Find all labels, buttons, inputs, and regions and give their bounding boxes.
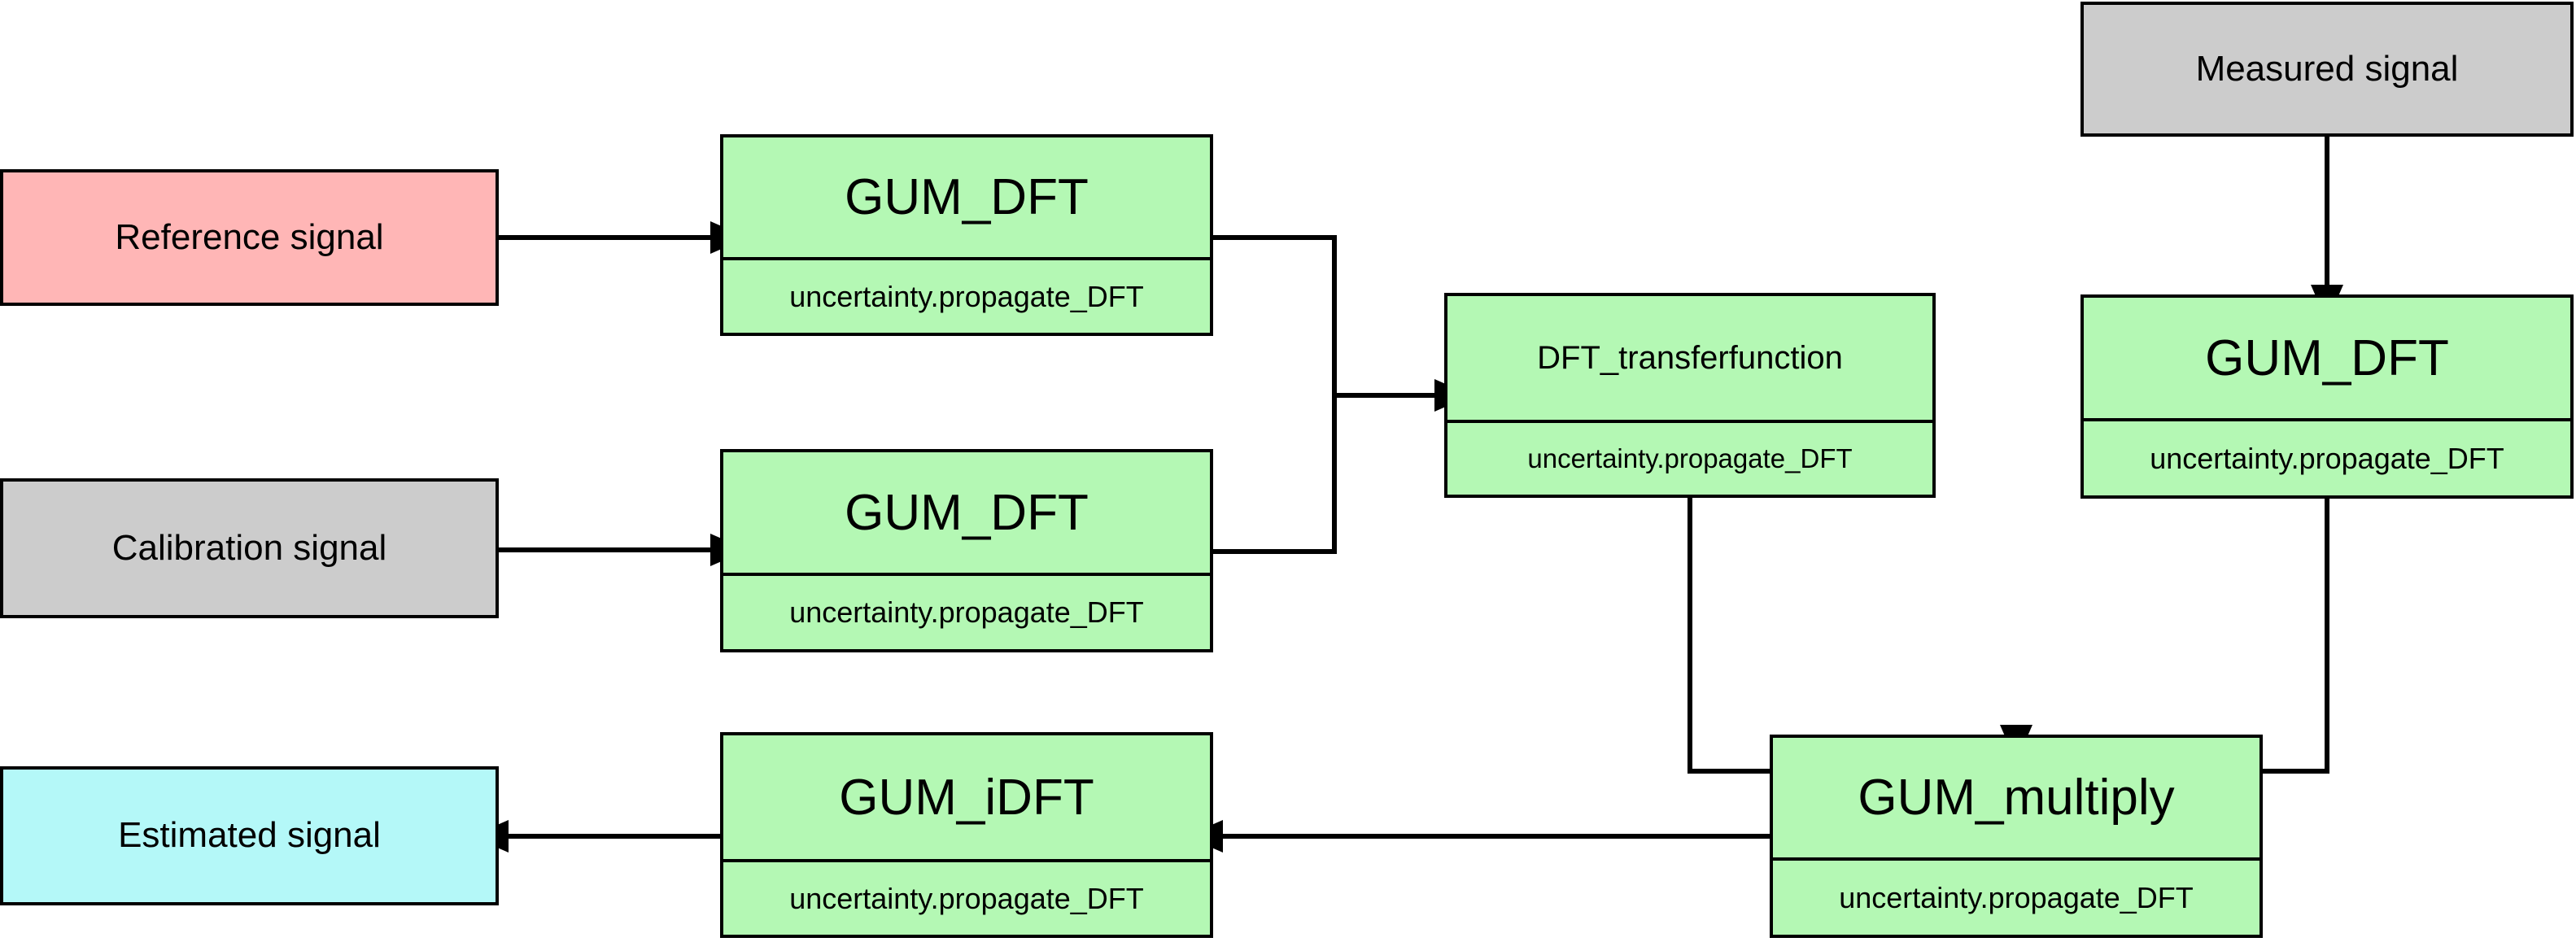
node-title-measured-signal: Measured signal [2195, 48, 2459, 89]
node-subtitle-dft-transferfunction: uncertainty.propagate_DFT [1447, 420, 1932, 495]
node-subtitle-gum-dft-calibration: uncertainty.propagate_DFT [723, 573, 1210, 649]
edge-edge-gum-dft-reference-to-transferfunction [1213, 235, 1434, 398]
node-subtitle-gum-idft: uncertainty.propagate_DFT [723, 859, 1210, 935]
node-title-gum-dft-calibration: GUM_DFT [845, 484, 1089, 541]
node-title-gum-multiply: GUM_multiply [1858, 770, 2175, 826]
node-gum-multiply[interactable]: GUM_multiply uncertainty.propagate_DFT [1770, 735, 2263, 938]
edge-edge-gum-dft-measured-to-multiply [2014, 499, 2329, 774]
node-reference-signal[interactable]: Reference signal [0, 169, 499, 306]
node-measured-signal[interactable]: Measured signal [2080, 2, 2574, 137]
node-gum-dft-calibration[interactable]: GUM_DFT uncertainty.propagate_DFT [720, 449, 1213, 652]
edge-edge-transferfunction-to-multiply [1687, 498, 2016, 774]
node-estimated-signal[interactable]: Estimated signal [0, 766, 499, 905]
node-gum-idft[interactable]: GUM_iDFT uncertainty.propagate_DFT [720, 732, 1213, 938]
node-title-calibration-signal: Calibration signal [111, 527, 387, 568]
node-dft-transferfunction[interactable]: DFT_transferfunction uncertainty.propagat… [1444, 293, 1936, 498]
node-subtitle-gum-dft-measured: uncertainty.propagate_DFT [2084, 418, 2570, 495]
node-title-estimated-signal: Estimated signal [118, 815, 381, 856]
node-title-gum-dft-reference: GUM_DFT [845, 169, 1089, 225]
node-calibration-signal[interactable]: Calibration signal [0, 478, 499, 618]
node-subtitle-gum-multiply: uncertainty.propagate_DFT [1773, 857, 2259, 935]
node-title-dft-transferfunction: DFT_transferfunction [1537, 339, 1843, 376]
edge-edge-gum-dft-calibration-to-transferfunction [1213, 393, 1434, 554]
node-subtitle-gum-dft-reference: uncertainty.propagate_DFT [723, 257, 1210, 333]
node-title-reference-signal: Reference signal [115, 216, 384, 257]
node-gum-dft-measured[interactable]: GUM_DFT uncertainty.propagate_DFT [2080, 294, 2574, 499]
node-title-gum-dft-measured: GUM_DFT [2205, 329, 2449, 386]
node-title-gum-idft: GUM_iDFT [839, 769, 1094, 826]
node-gum-dft-reference[interactable]: GUM_DFT uncertainty.propagate_DFT [720, 134, 1213, 336]
